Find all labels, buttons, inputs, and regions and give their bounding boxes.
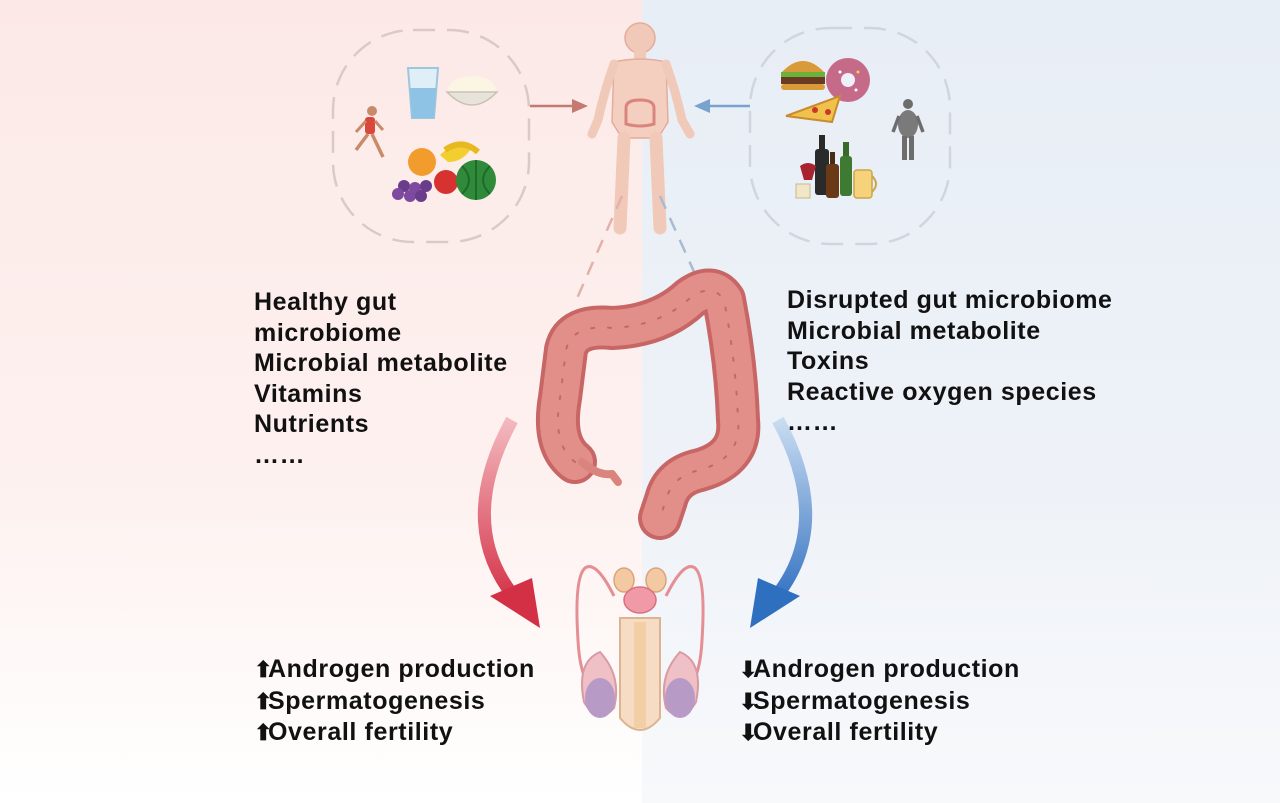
down-arrow-icon: ⬇ bbox=[739, 688, 759, 714]
healthy-outcome: ⬆Spermatogenesis bbox=[254, 686, 535, 718]
disrupted-factor: Reactive oxygen species bbox=[787, 377, 1097, 406]
healthy-to-body-arrow bbox=[530, 99, 588, 113]
disrupted-factor: Toxins bbox=[787, 347, 870, 375]
healthy-effect-arrow bbox=[477, 416, 540, 628]
up-arrow-icon: ⬆ bbox=[254, 720, 274, 745]
healthy-factor: Nutrients bbox=[254, 410, 370, 438]
unhealthy-lifestyle-bubble bbox=[748, 26, 952, 246]
outcome-text: Overall fertility bbox=[268, 718, 454, 746]
disrupted-factors-list: Disrupted gut microbiome Microbial metab… bbox=[787, 285, 1113, 438]
disrupted-outcome: ⬇Spermatogenesis bbox=[739, 686, 1020, 718]
down-arrow-icon: ⬇ bbox=[739, 720, 759, 745]
healthy-outcomes-list: ⬆Androgen production ⬆Spermatogenesis ⬆O… bbox=[254, 654, 535, 749]
disrupted-outcome: ⬇Overall fertility bbox=[739, 717, 1020, 749]
outcome-text: Androgen production bbox=[753, 655, 1020, 683]
human-body-figure bbox=[587, 22, 695, 235]
healthy-outcome: ⬆Overall fertility bbox=[254, 717, 535, 749]
healthy-factor: Microbial metabolite bbox=[254, 349, 508, 377]
disrupted-factor: Microbial metabolite bbox=[787, 316, 1041, 345]
healthy-factor: Healthy gut bbox=[254, 288, 397, 316]
disrupted-outcome: ⬇Androgen production bbox=[739, 654, 1020, 686]
disrupted-factor: Disrupted gut microbiome bbox=[787, 286, 1113, 314]
down-arrow-icon: ⬇ bbox=[739, 657, 759, 682]
zoom-line-right bbox=[658, 195, 706, 295]
outcome-text: Spermatogenesis bbox=[753, 686, 971, 715]
donut-icon bbox=[826, 58, 870, 102]
water-glass-icon bbox=[406, 67, 440, 119]
rice-bowl-icon bbox=[445, 76, 499, 106]
zoom-line-left bbox=[573, 195, 624, 304]
colon-illustration bbox=[535, 268, 761, 540]
pizza-icon bbox=[785, 94, 842, 124]
alcohol-bottles-icon bbox=[795, 135, 877, 199]
outcome-text: Overall fertility bbox=[753, 718, 939, 746]
outcome-text: Androgen production bbox=[268, 655, 535, 683]
healthy-panel-background bbox=[0, 0, 642, 803]
male-reproductive-system bbox=[575, 565, 705, 731]
obese-person-icon bbox=[891, 99, 925, 160]
disrupted-factor: …… bbox=[787, 408, 839, 436]
healthy-lifestyle-bubble bbox=[331, 28, 531, 244]
healthy-factor: Vitamins bbox=[254, 379, 363, 408]
disrupted-outcomes-list: ⬇Androgen production ⬇Spermatogenesis ⬇O… bbox=[739, 654, 1020, 749]
burger-icon bbox=[781, 61, 825, 90]
outcome-text: Spermatogenesis bbox=[268, 686, 486, 715]
healthy-factors-list: Healthy gut microbiome Microbial metabol… bbox=[254, 287, 508, 470]
up-arrow-icon: ⬆ bbox=[254, 688, 274, 714]
healthy-factor: microbiome bbox=[254, 318, 402, 347]
runner-icon bbox=[354, 106, 385, 158]
unhealthy-to-body-arrow bbox=[694, 99, 750, 113]
healthy-factor: …… bbox=[254, 440, 306, 469]
fruit-basket-icon bbox=[392, 141, 496, 202]
unhealthy-effect-arrow bbox=[750, 416, 813, 628]
up-arrow-icon: ⬆ bbox=[254, 657, 274, 682]
healthy-outcome: ⬆Androgen production bbox=[254, 654, 535, 686]
